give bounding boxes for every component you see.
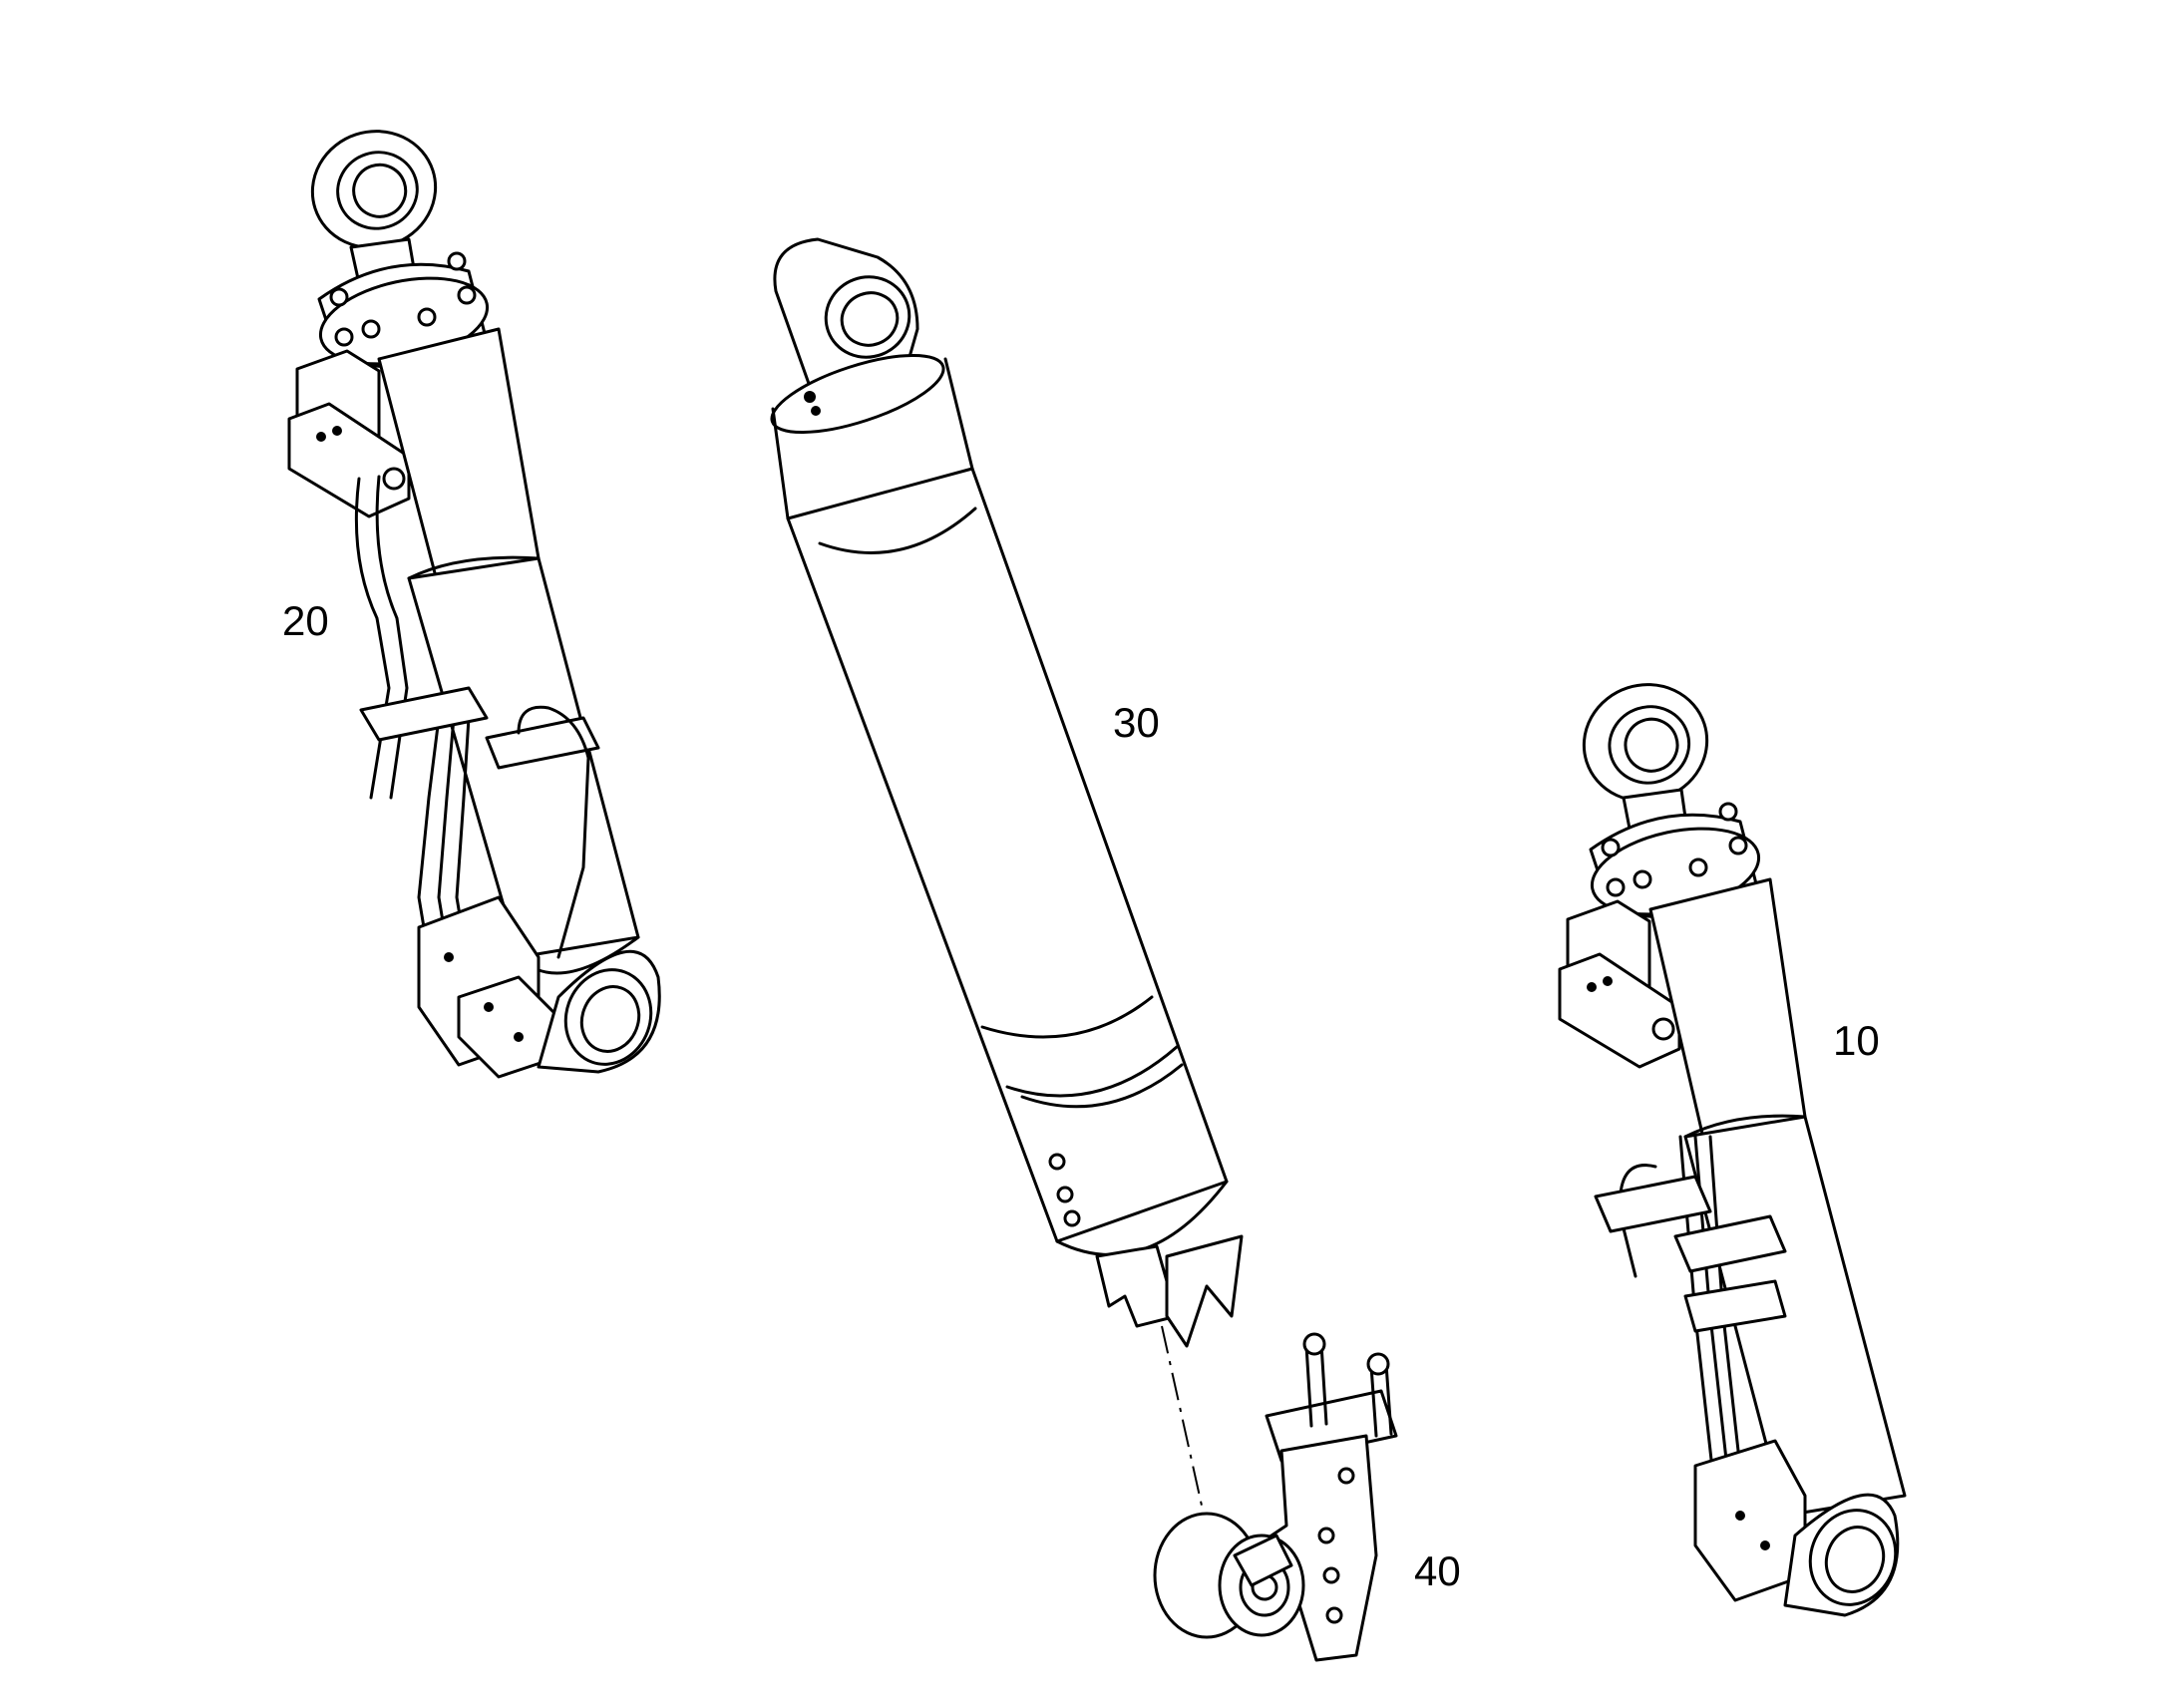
callout-item-30: 30 bbox=[1113, 699, 1160, 746]
cylinder-item-20 bbox=[287, 130, 661, 1079]
callout-item-40: 40 bbox=[1414, 1547, 1461, 1594]
callout-item-20: 20 bbox=[282, 597, 329, 644]
callout-item-10: 10 bbox=[1833, 1017, 1880, 1064]
bracket-item-40 bbox=[1153, 1332, 1398, 1662]
cylinder-item-10 bbox=[1558, 683, 1907, 1617]
cylinder-item-30 bbox=[770, 237, 1244, 1596]
